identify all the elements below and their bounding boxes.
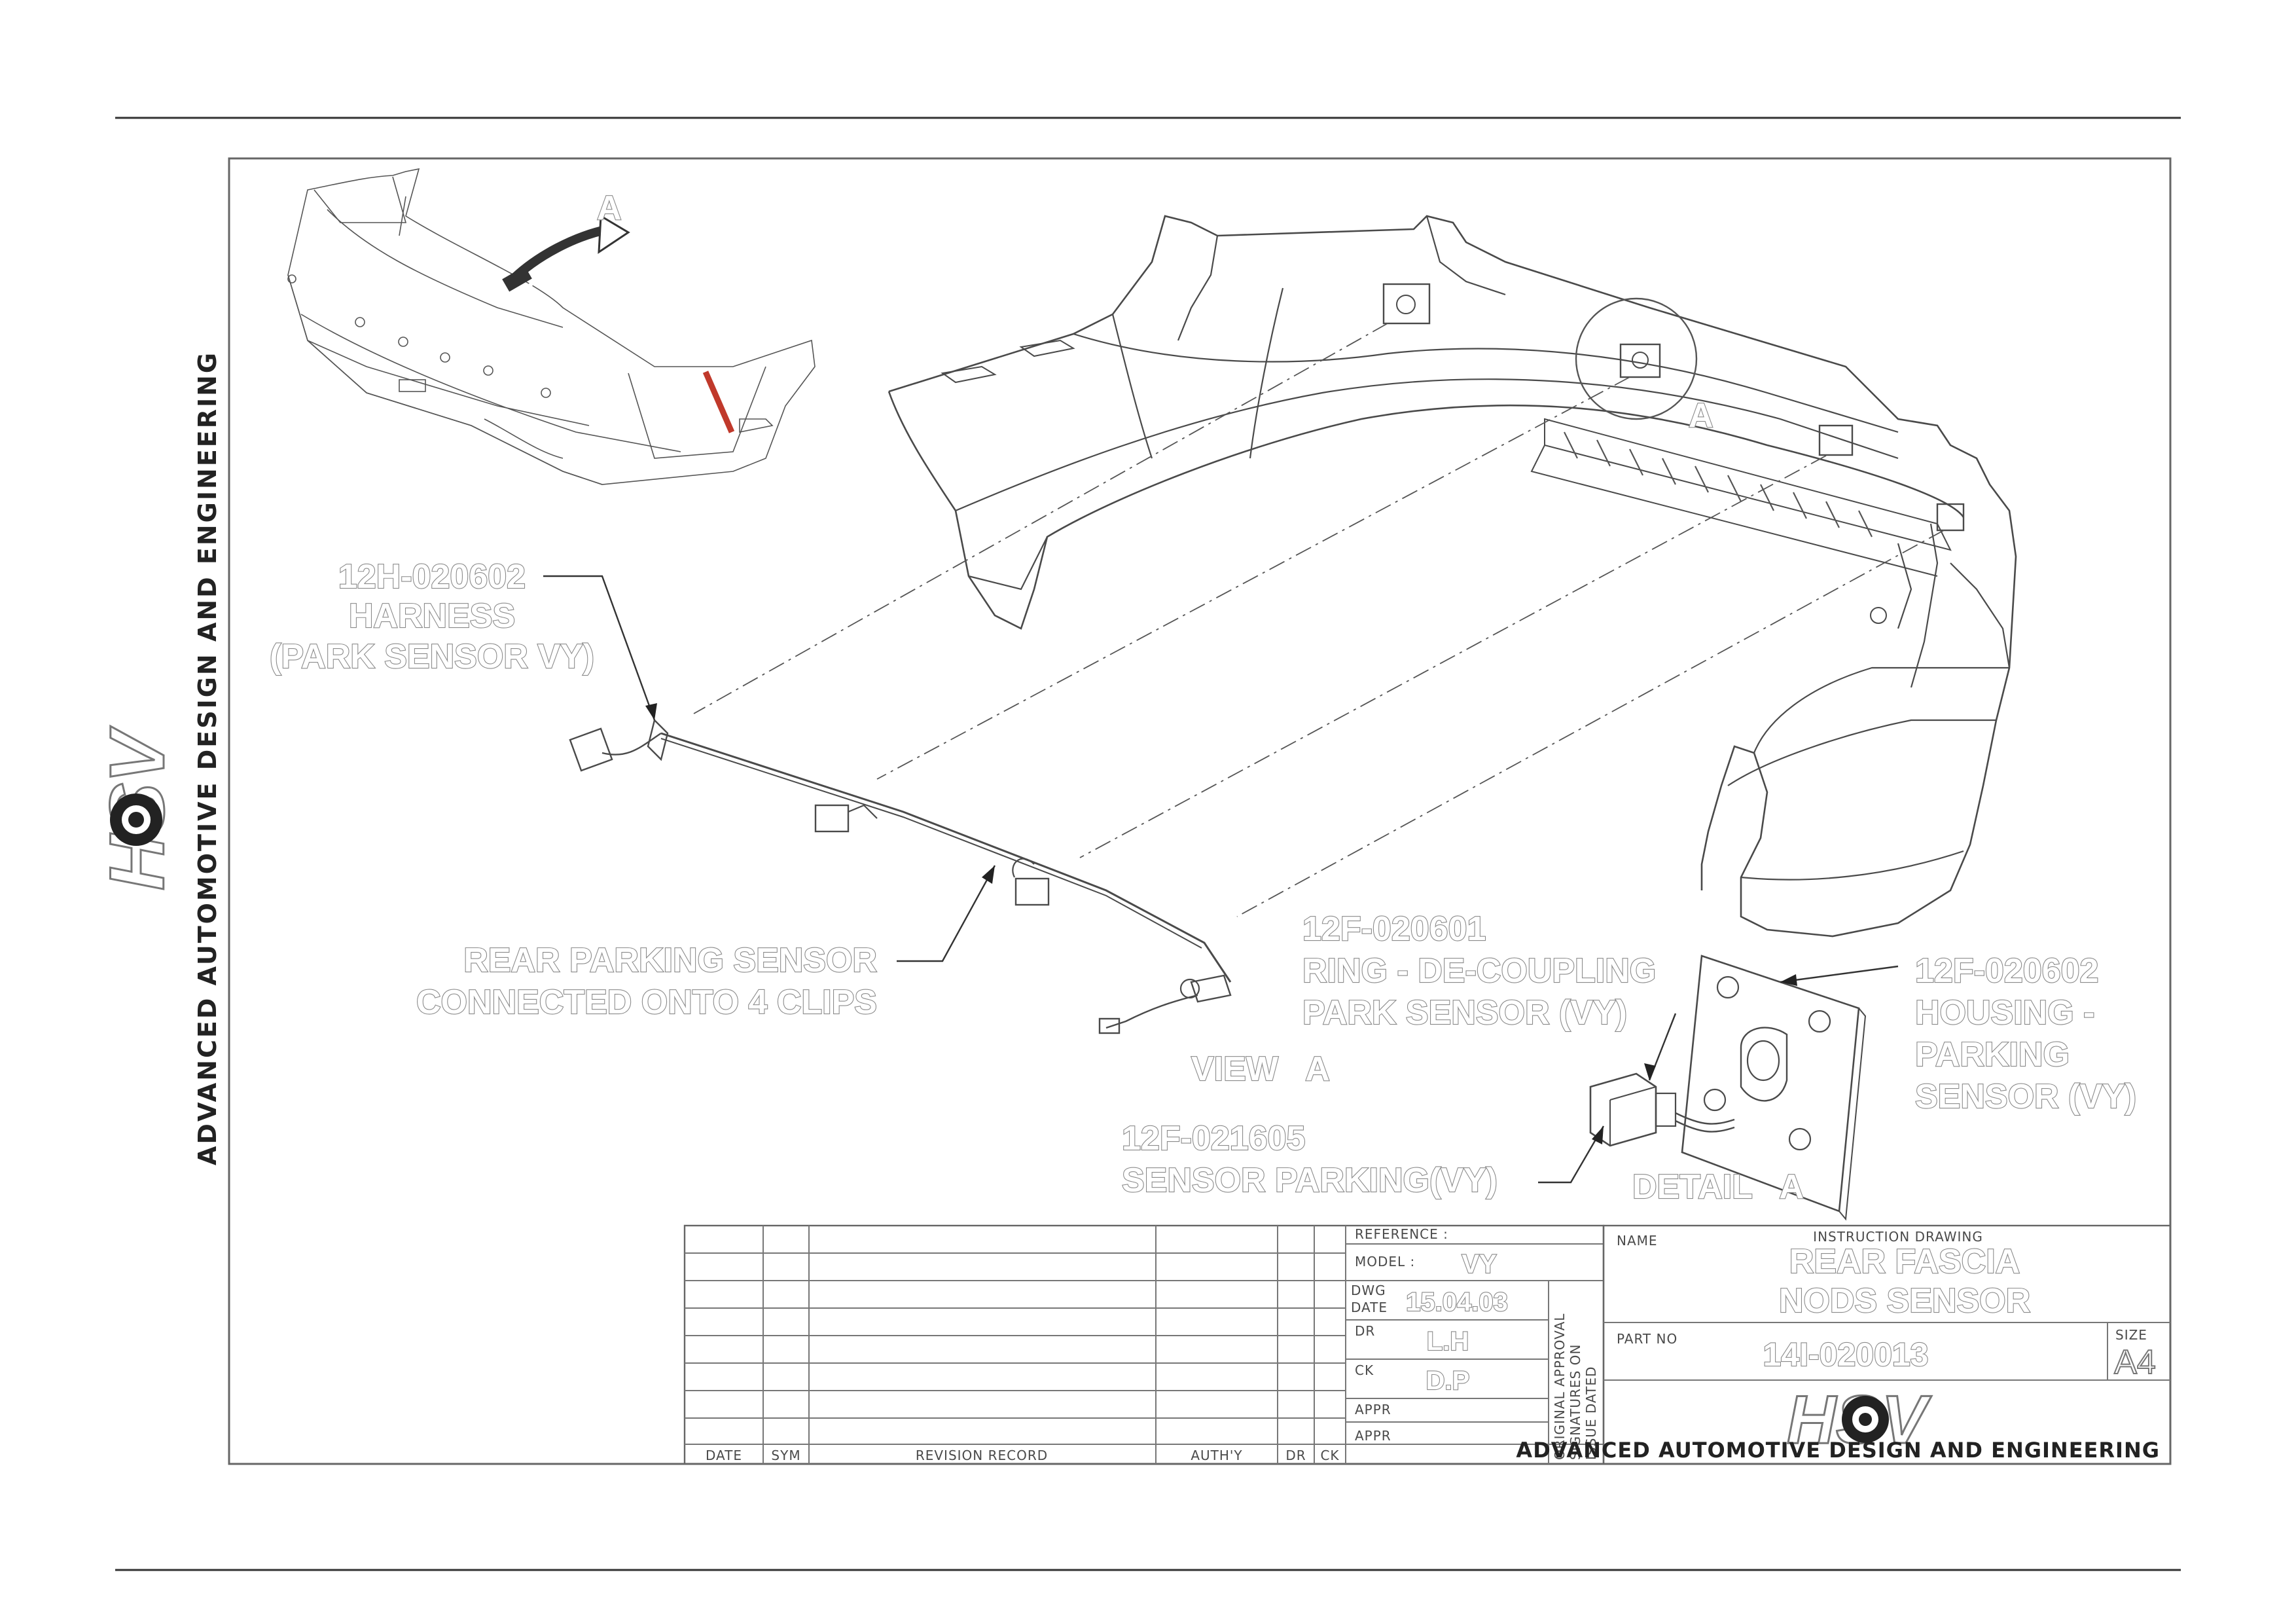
detail-a-label: DETAIL A bbox=[1632, 1168, 1804, 1206]
model-label: MODEL : bbox=[1355, 1254, 1415, 1269]
size-label: SIZE bbox=[2115, 1327, 2147, 1343]
rev-header-record: REVISION RECORD bbox=[916, 1448, 1048, 1463]
size-value: A4 bbox=[2114, 1343, 2156, 1381]
sensor-note-line-1: REAR PARKING SENSOR bbox=[463, 941, 877, 979]
ck-label: CK bbox=[1355, 1362, 1374, 1378]
harness-description: (PARK SENSOR VY) bbox=[270, 638, 594, 676]
ring-part-number: 12F-020601 bbox=[1302, 910, 1486, 948]
sensor-note-line-2: CONNECTED ONTO 4 CLIPS bbox=[416, 983, 877, 1021]
side-branding: ADVANCED AUTOMOTIVE DESIGN AND ENGINEERI… bbox=[193, 351, 222, 1165]
dwg-date-value: 15.04.03 bbox=[1406, 1288, 1508, 1317]
model-value: VY bbox=[1462, 1250, 1497, 1279]
dwg-date-label-1: DWG bbox=[1351, 1283, 1386, 1298]
detail-a-circle bbox=[1575, 297, 1698, 420]
rear-fascia-illustration bbox=[888, 215, 2017, 938]
side-logo-text: HSV bbox=[94, 726, 181, 890]
part-no-value: 14I-020013 bbox=[1763, 1336, 1928, 1373]
rev-header-dr: DR bbox=[1285, 1448, 1306, 1463]
name-label: NAME bbox=[1617, 1233, 1658, 1249]
rev-header-date: DATE bbox=[706, 1448, 742, 1463]
ring-name: RING - DE-COUPLING bbox=[1302, 952, 1656, 990]
housing-name-line-1: HOUSING - bbox=[1915, 994, 2094, 1032]
sensor-location-marker bbox=[702, 371, 735, 433]
sensor-harness-illustration bbox=[569, 718, 1232, 1034]
title-line-1: REAR FASCIA bbox=[1789, 1243, 2020, 1281]
harness-name: HARNESS bbox=[349, 597, 515, 635]
part-no-label: PART NO bbox=[1617, 1331, 1677, 1347]
leader-lines bbox=[543, 575, 1899, 1184]
title-line-2: NODS SENSOR bbox=[1779, 1282, 2030, 1320]
ring-description: PARK SENSOR (VY) bbox=[1302, 994, 1627, 1032]
detail-a-illustration bbox=[1589, 955, 1867, 1221]
harness-part-number: 12H-020602 bbox=[338, 558, 526, 596]
rev-header-sym: SYM bbox=[771, 1448, 800, 1463]
sensor-name: SENSOR PARKING(VY) bbox=[1122, 1161, 1498, 1199]
revision-table: DATE SYM REVISION RECORD AUTH'Y DR CK bbox=[683, 1224, 1605, 1465]
dwg-date-label-2: DATE bbox=[1351, 1300, 1388, 1315]
detail-marker-label: A bbox=[1689, 397, 1713, 435]
projection-lines bbox=[693, 323, 1945, 917]
sensor-part-number: 12F-021605 bbox=[1122, 1120, 1305, 1158]
view-marker-label: A bbox=[597, 189, 622, 227]
housing-part-number: 12F-020602 bbox=[1915, 952, 2098, 990]
housing-name-line-2: PARKING bbox=[1915, 1036, 2070, 1074]
drawing-info-block: REFERENCE : MODEL : VY DWG DATE 15.04.03… bbox=[1346, 1226, 1604, 1464]
title-logo: HSV bbox=[1786, 1381, 1933, 1459]
approval-note-2: SIGNATURES ON bbox=[1568, 1344, 1583, 1460]
appr-label-1: APPR bbox=[1355, 1402, 1391, 1417]
appr-label-2: APPR bbox=[1355, 1428, 1391, 1444]
approval-note-3: ISSUE DATED bbox=[1583, 1366, 1599, 1460]
rev-header-authy: AUTH'Y bbox=[1191, 1448, 1242, 1463]
rev-header-ck: CK bbox=[1320, 1448, 1339, 1463]
side-company-text: ADVANCED AUTOMOTIVE DESIGN AND ENGINEERI… bbox=[193, 351, 222, 1165]
side-logo: HSV bbox=[94, 725, 182, 892]
dr-label: DR bbox=[1355, 1323, 1375, 1339]
leader-arrowheads bbox=[645, 703, 1797, 1144]
title-info-block: NAME INSTRUCTION DRAWING REAR FASCIA NOD… bbox=[1516, 1224, 2172, 1465]
view-a-label: VIEW A bbox=[1191, 1050, 1330, 1088]
ck-value: D.P bbox=[1426, 1366, 1470, 1395]
dr-value: L.H bbox=[1427, 1327, 1469, 1356]
approval-note-1: ORIGINAL APPROVAL bbox=[1552, 1313, 1568, 1460]
title-company-text: ADVANCED AUTOMOTIVE DESIGN AND ENGINEERI… bbox=[1516, 1438, 2160, 1463]
housing-name-line-3: SENSOR (VY) bbox=[1915, 1078, 2136, 1116]
reference-label: REFERENCE : bbox=[1355, 1226, 1448, 1242]
drawing-type: INSTRUCTION DRAWING bbox=[1813, 1229, 1983, 1245]
overview-car-illustration bbox=[287, 168, 816, 485]
